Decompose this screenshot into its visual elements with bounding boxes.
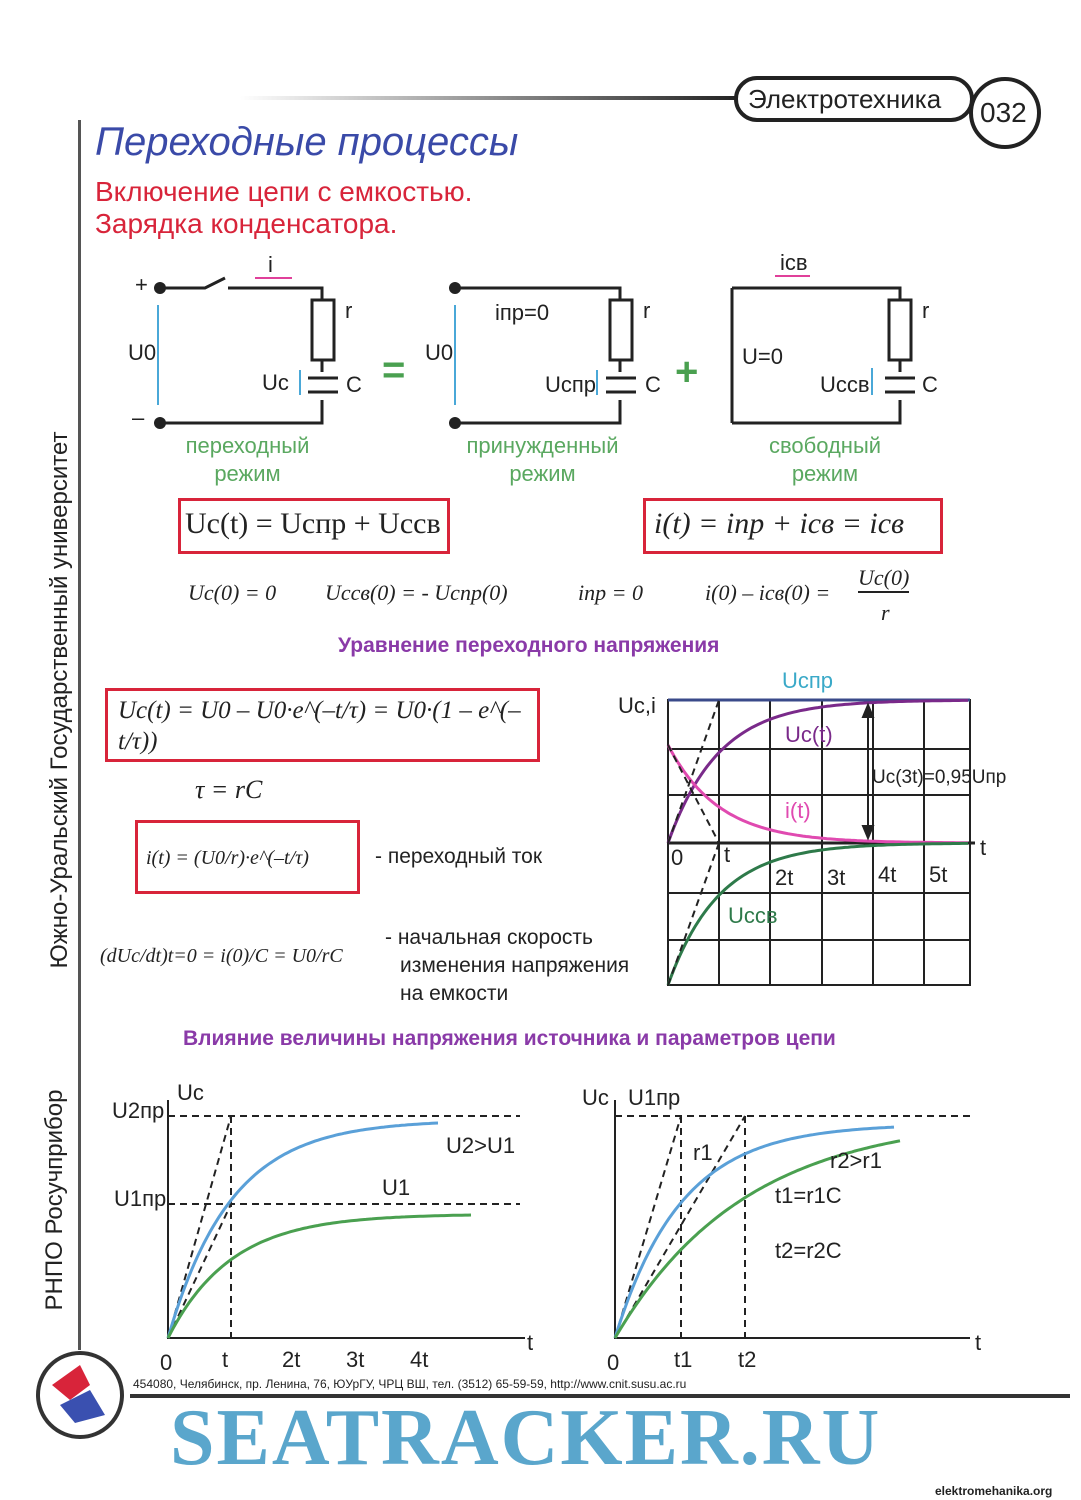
chart2-ylabel: Uc xyxy=(177,1080,204,1105)
i-label: i xyxy=(268,252,273,277)
chart3-xlabel: t xyxy=(975,1330,982,1355)
tick: 3t xyxy=(827,865,846,890)
series-uc xyxy=(666,698,968,844)
series-r1 xyxy=(613,1125,895,1339)
plus-sign: + xyxy=(135,272,148,297)
r-label-3: r xyxy=(922,298,930,323)
tick: 5t xyxy=(929,862,948,887)
legend-u1: U1 xyxy=(382,1175,411,1200)
current-desc: - переходный ток xyxy=(375,845,543,868)
logo xyxy=(36,1351,124,1439)
section1-title: Уравнение переходного напряжения xyxy=(338,634,720,657)
page-title: Переходные процессы xyxy=(95,120,519,164)
university-label: Южно-Уральский Государственный университ… xyxy=(46,431,73,969)
r-label: r xyxy=(345,298,353,323)
tick: 2t xyxy=(775,865,794,890)
level-u1pr: U1пр xyxy=(628,1085,681,1110)
series-i xyxy=(666,744,968,845)
legend-ucpr: Ucпр xyxy=(782,668,834,693)
c-label: C xyxy=(346,372,362,397)
legend-i: i(t) xyxy=(785,798,811,823)
level-u1: U1пр xyxy=(114,1186,167,1211)
chart1-xlabel: t xyxy=(980,835,987,860)
isv-label: iсв xyxy=(780,250,808,275)
subject-label: Электротехника xyxy=(748,84,942,114)
legend-u2: U2>U1 xyxy=(446,1133,516,1158)
frac-den: r xyxy=(881,600,890,625)
ipr-label: iпр=0 xyxy=(495,300,550,325)
equals-sign: = xyxy=(382,348,406,392)
ucsv-label: Uссв xyxy=(820,372,870,397)
rate-formula: (dUc/dt)t=0 = i(0)/C = U0/rC xyxy=(100,945,343,967)
tick: 3t xyxy=(346,1347,365,1372)
subtitle-2: Зарядка конденсатора. xyxy=(95,208,398,239)
note-t1: t1=r1C xyxy=(775,1183,842,1208)
page-number: 032 xyxy=(980,97,1027,128)
level-u2: U2пр xyxy=(112,1098,165,1123)
minus-sign: – xyxy=(132,405,145,430)
chart1-ylabel: Uc,i xyxy=(618,693,656,718)
series-ucsv xyxy=(666,841,968,986)
init-uc: Uc(0) = 0 xyxy=(188,580,277,605)
init-i0: i(0) – iсв(0) = xyxy=(705,580,831,605)
series-u1 xyxy=(166,1213,472,1339)
formula-voltage-sum: Uc(t) = Ucпр + Ucсв xyxy=(178,498,450,554)
tick: 0 xyxy=(671,845,684,870)
legend-uc: Uc(t) xyxy=(785,722,833,747)
chart1-annotation: Uc(3t)=0,95Uпр xyxy=(872,767,1007,788)
formula-current-sum: i(t) = iпр + iсв = iсв xyxy=(643,498,943,554)
u0-label-2: U0 xyxy=(425,340,454,365)
tick: 0 xyxy=(607,1350,620,1375)
plus-operator: + xyxy=(675,350,699,394)
legend-r2: r2>r1 xyxy=(830,1148,882,1173)
source-link[interactable]: elektromehanika.org xyxy=(935,1484,1053,1498)
u0-label: U0 xyxy=(128,340,157,365)
ucpr-label: Ucпр xyxy=(545,372,597,397)
frac-num: Uc(0) xyxy=(858,565,910,593)
tick: 0 xyxy=(160,1350,173,1375)
watermark: SEATRACKER.RU xyxy=(170,1394,882,1482)
r-label-2: r xyxy=(643,298,651,323)
legend-ucsv: Ucсв xyxy=(728,903,778,928)
tau-formula: τ = rC xyxy=(195,775,263,804)
tick: t xyxy=(724,842,731,867)
init-ucsv: Ucсв(0) = - Ucпр(0) xyxy=(325,580,508,605)
chart3-ylabel: Uc xyxy=(582,1085,609,1110)
tick: t1 xyxy=(674,1347,693,1372)
tick: 4t xyxy=(878,862,897,887)
note-t2: t2=r2C xyxy=(775,1238,842,1263)
tick: t xyxy=(222,1347,229,1372)
formula-current: i(t) = (U0/r)·e^(–t/τ) xyxy=(135,820,360,894)
tick: 2t xyxy=(282,1347,301,1372)
footer-address: 454080, Челябинск, пр. Ленина, 76, ЮУрГУ… xyxy=(133,1377,687,1391)
u-zero-label: U=0 xyxy=(742,344,783,369)
uc-label: Uc xyxy=(262,370,289,395)
series-u2 xyxy=(166,1121,439,1339)
tick: t2 xyxy=(738,1347,757,1372)
tick: 4t xyxy=(410,1347,429,1372)
series-r2 xyxy=(613,1139,901,1339)
publisher-label: РНПО Росучприбор xyxy=(41,1089,68,1311)
legend-r1: r1 xyxy=(693,1140,713,1165)
chart2-xlabel: t xyxy=(527,1330,534,1355)
init-ipr: iпр = 0 xyxy=(578,580,643,605)
formula-transient-voltage: Uc(t) = U0 – U0·e^(–t/τ) = U0·(1 – e^(–t… xyxy=(105,688,540,762)
c-label-2: C xyxy=(645,372,661,397)
subtitle-1: Включение цепи с емкостью. xyxy=(95,176,473,207)
section2-title: Влияние величины напряжения источника и … xyxy=(183,1027,836,1050)
c-label-3: C xyxy=(922,372,938,397)
